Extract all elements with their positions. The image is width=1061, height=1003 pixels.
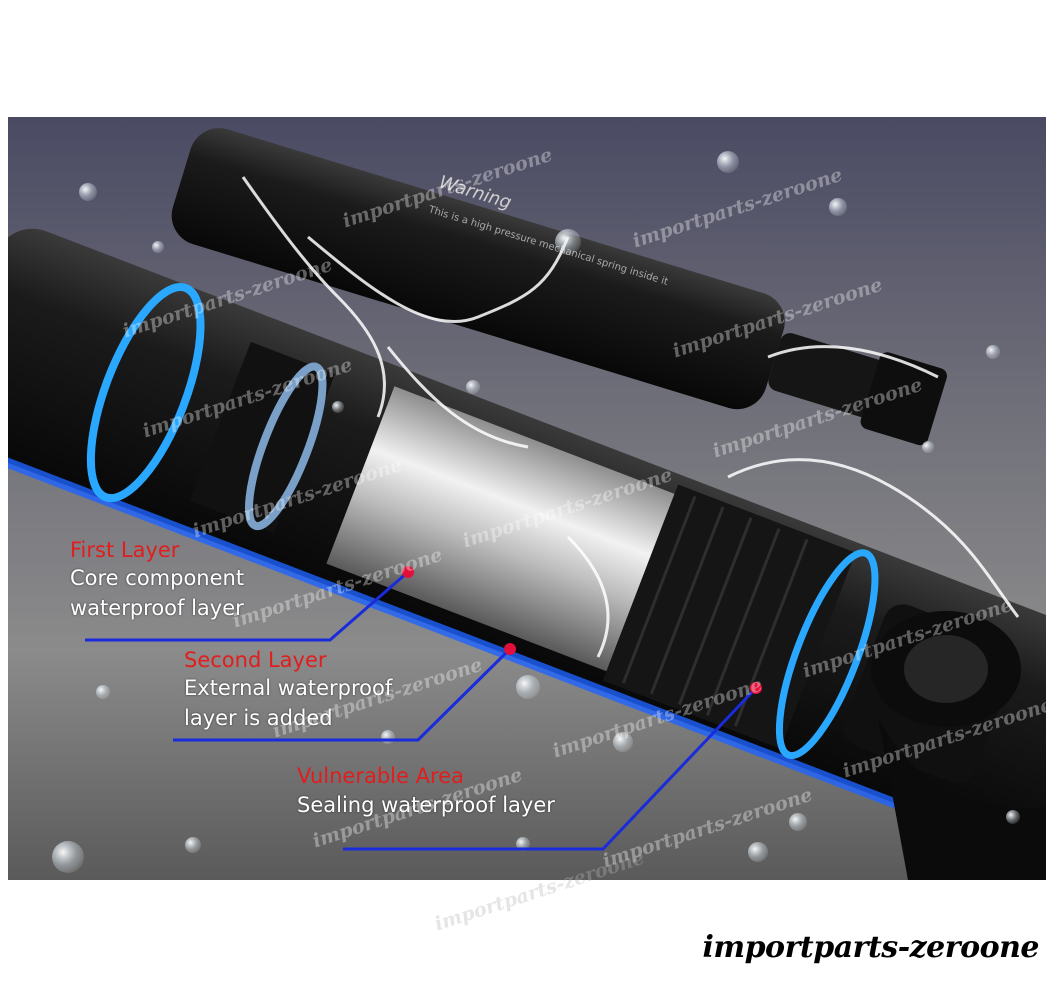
callout-text-first-layer: Core component waterproof layer [70,566,245,620]
upper-strut [171,128,947,446]
outer-waterproof-line [8,427,1046,867]
accent-ring-right [775,549,879,760]
water-droplets [52,151,1020,873]
callout-text-vulnerable-area: Sealing waterproof layer [297,793,555,817]
accent-ring-left [86,283,205,503]
callout-markers [402,566,762,694]
callout-title-first-layer: First Layer [70,538,180,562]
gas-strut-illustration: Warning This is a high pressure mechanic… [8,117,1046,880]
water-splash-icon [241,176,1020,658]
callout-title-vulnerable-area: Vulnerable Area [297,764,464,788]
steel-core [326,386,675,672]
callout-title-second-layer: Second Layer [184,648,327,672]
product-photo: Warning This is a high pressure mechanic… [8,117,1046,880]
callout-text-second-layer: External waterproof layer is added [184,676,393,730]
brand-signature: importparts-zeroone [702,930,1039,965]
callout-leader-lines [85,570,758,851]
